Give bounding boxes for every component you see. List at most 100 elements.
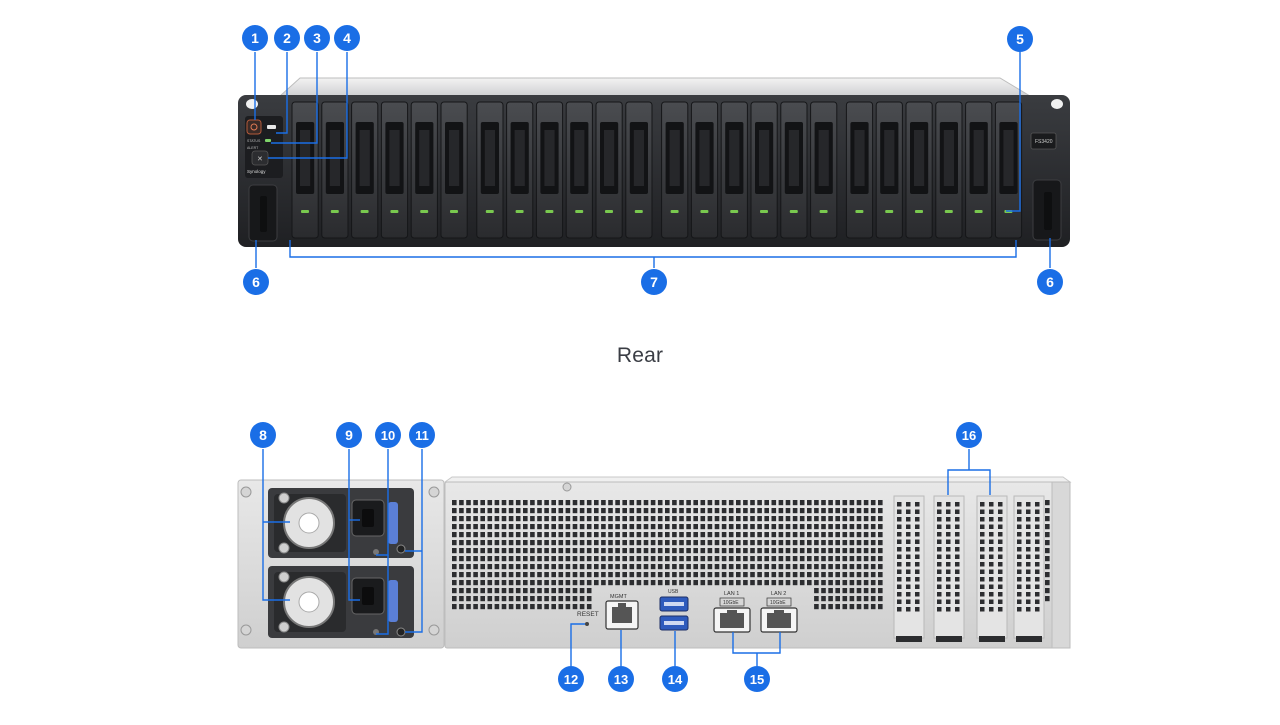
callout-badge: 14 (662, 666, 688, 692)
psu-1-release-tab[interactable] (388, 502, 398, 544)
drive-bay[interactable] (565, 101, 593, 239)
callout-badge: 6 (1037, 269, 1063, 295)
callout-number: 3 (313, 30, 321, 46)
model-plate (1030, 132, 1057, 150)
callout-number: 7 (650, 274, 658, 290)
callout-badge: 13 (608, 666, 634, 692)
power-supply-1[interactable] (268, 488, 414, 558)
callout-badge: 3 (304, 25, 330, 51)
reset-button[interactable] (585, 622, 589, 626)
power-icon (250, 123, 258, 131)
drive-bay[interactable] (720, 101, 748, 239)
callout-number: 10 (381, 428, 395, 443)
power-button[interactable] (246, 119, 262, 135)
drive-bay-led (360, 210, 369, 213)
callout-number: 12 (564, 672, 578, 687)
callout-number: 13 (614, 672, 628, 687)
drive-bay-led (485, 210, 494, 213)
reset-label: RESET (577, 611, 599, 618)
pcie-slot[interactable] (1013, 495, 1045, 642)
drive-bay-led (390, 210, 399, 213)
leader-8 (262, 449, 290, 601)
callout-leader-lines (254, 52, 1051, 666)
drive-bay-led (634, 210, 643, 213)
drive-bay-led (330, 210, 339, 213)
lan1-label: LAN 1 (724, 591, 739, 597)
psu-2-release-tab[interactable] (388, 580, 398, 622)
drive-bay[interactable] (291, 101, 319, 239)
drive-bay[interactable] (965, 101, 993, 239)
drive-bay-led (760, 210, 768, 213)
callout-badge: 16 (956, 422, 982, 448)
drive-bay[interactable] (440, 101, 468, 239)
drive-bay[interactable] (780, 101, 808, 239)
status-label: STATUS (247, 139, 261, 143)
pcie-slot[interactable] (976, 495, 1008, 642)
pcie-slot[interactable] (893, 495, 925, 642)
rack-ear-hole-right (1051, 99, 1063, 109)
drive-bay-led (944, 210, 953, 213)
front-panel: STATUS ALERT ✕ Synology FS3420 (238, 77, 1070, 247)
psu-1-indicator (396, 544, 406, 554)
drive-bay[interactable] (351, 101, 379, 239)
callout-number: 5 (1016, 31, 1024, 47)
callout-badge: 9 (336, 422, 362, 448)
drive-bay[interactable] (845, 101, 874, 239)
callout-number: 9 (345, 427, 353, 443)
drive-bay[interactable] (506, 101, 534, 239)
leader-10-lower (376, 555, 389, 635)
callout-number: 11 (415, 428, 429, 443)
drive-bay[interactable] (994, 101, 1023, 239)
callout-badge: 10 (375, 422, 401, 448)
mgmt-label: MGMT (610, 594, 627, 600)
lan2-speed-box (766, 597, 792, 607)
drive-bay-led (730, 210, 739, 213)
drive-bay[interactable] (535, 101, 564, 239)
pcie-slot[interactable] (933, 495, 965, 642)
drive-bay[interactable] (410, 101, 438, 239)
callout-badge: 1 (242, 25, 268, 51)
callout-badge: 4 (334, 25, 360, 51)
callout-number: 6 (252, 274, 260, 290)
handle-left-grip (260, 196, 267, 232)
drive-bay[interactable] (875, 101, 903, 239)
drive-bay[interactable] (690, 101, 719, 239)
drive-bay[interactable] (935, 101, 963, 239)
callout-badge: 2 (274, 25, 300, 51)
leader-7-bracket (289, 240, 1017, 258)
drive-bay[interactable] (321, 101, 349, 239)
drive-bay[interactable] (661, 101, 689, 239)
drive-bay-led (819, 210, 828, 213)
leader-5 (1006, 52, 1021, 212)
callout-number: 15 (750, 672, 764, 687)
drive-bay-led (575, 210, 584, 213)
lan1-speed: 10GbE (723, 600, 739, 606)
drive-bay[interactable] (476, 101, 504, 239)
pcie-expansion-slots (893, 495, 1045, 642)
handle-right-grip (1044, 192, 1052, 230)
drive-bay-led (885, 210, 894, 213)
drive-bay-led (301, 210, 309, 213)
leader-11 (405, 449, 423, 633)
callout-number: 6 (1046, 274, 1054, 290)
psu-cage-screw-tl (240, 486, 252, 498)
leader-3 (271, 52, 318, 144)
drive-bay[interactable] (905, 101, 933, 239)
callout-badge: 11 (409, 422, 435, 448)
ventilation-grille (452, 500, 1050, 610)
drive-bay[interactable] (750, 101, 778, 239)
drive-bay-led (855, 210, 864, 213)
lan2-speed: 10GbE (770, 600, 786, 606)
section-title-rear: Rear (616, 344, 664, 367)
lan1-speed-box (719, 597, 745, 607)
drive-bay[interactable] (380, 101, 409, 239)
drive-bay[interactable] (625, 101, 653, 239)
power-supply-2[interactable] (268, 566, 414, 638)
drive-bay-led (915, 210, 923, 213)
drive-bay-led (974, 210, 983, 213)
model-plate-text: FS3420 (1035, 139, 1053, 145)
drive-bay[interactable] (595, 101, 623, 239)
drive-bay[interactable] (810, 101, 838, 239)
